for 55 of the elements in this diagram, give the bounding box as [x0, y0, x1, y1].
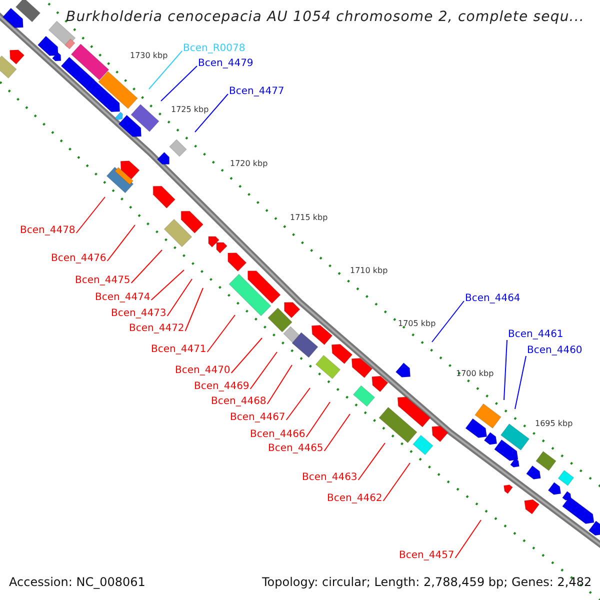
leader-line — [160, 66, 198, 102]
leader-line — [206, 314, 236, 352]
scale-label: 1695 kbp — [535, 420, 573, 428]
leader-line — [150, 270, 184, 300]
scale-label: 1720 kbp — [230, 160, 268, 168]
leader-line — [76, 196, 106, 234]
leader-line — [514, 356, 526, 410]
genome-summary-text: Topology: circular; Length: 2,788,459 bp; Genes: 2,482 — [262, 576, 592, 588]
gene-label: Bcen_4468 — [211, 397, 266, 407]
gene-label: Bcen_4464 — [465, 294, 520, 304]
leader-line — [106, 224, 136, 262]
gene-label: Bcen_4457 — [399, 551, 454, 561]
gene-label: Bcen_4467 — [230, 413, 286, 423]
gene-label: Bcen_4472 — [129, 324, 184, 334]
leader-line — [324, 414, 350, 452]
leader-line — [148, 50, 182, 90]
gene-label: Bcen_4461 — [508, 330, 564, 340]
gene-label: Bcen_4460 — [527, 346, 582, 356]
leader-line — [250, 352, 278, 390]
scale-label: 1700 kbp — [456, 370, 494, 378]
leader-line — [194, 94, 228, 132]
leader-line — [130, 250, 162, 284]
leader-line — [454, 520, 482, 558]
leader-line — [266, 364, 292, 404]
gene-label: Bcen_4479 — [198, 59, 254, 69]
leader-line — [358, 442, 386, 480]
gene-label: Bcen_4473 — [111, 309, 166, 319]
scale-label: 1730 kbp — [130, 52, 168, 60]
accession-text: Accession: NC_008061 — [9, 576, 146, 588]
gene-label: Bcen_R0078 — [183, 44, 246, 54]
leader-line — [286, 388, 310, 420]
gene-label: Bcen_4478 — [20, 226, 76, 236]
gene-label: Bcen_4469 — [194, 382, 250, 392]
leader-line — [504, 340, 508, 400]
leader-line — [306, 402, 330, 438]
gene-label: Bcen_4465 — [268, 444, 324, 454]
gene-label: Bcen_4474 — [95, 293, 150, 303]
map-title: Burkholderia cenocepacia AU 1054 chromosome 2, complete sequ... — [66, 10, 584, 24]
scale-label: 1710 kbp — [350, 267, 388, 275]
gene-label: Bcen_4471 — [151, 345, 206, 355]
leader-line — [230, 338, 262, 374]
scale-label: 1705 kbp — [398, 320, 436, 328]
gene-label: Bcen_4477 — [229, 87, 284, 97]
scale-label: 1715 kbp — [290, 214, 328, 222]
leader-line — [382, 462, 410, 502]
gene-label: Bcen_4470 — [175, 366, 230, 376]
leader-line — [166, 278, 192, 316]
gene-label: Bcen_4466 — [250, 430, 306, 440]
gene-label: Bcen_4463 — [302, 473, 358, 483]
gene-label: Bcen_4462 — [327, 494, 382, 504]
scale-label: 1725 kbp — [171, 106, 209, 114]
gene-label: Bcen_4476 — [51, 254, 106, 264]
gene-label: Bcen_4475 — [75, 276, 130, 286]
leader-line — [184, 288, 204, 332]
leader-line — [432, 300, 464, 342]
